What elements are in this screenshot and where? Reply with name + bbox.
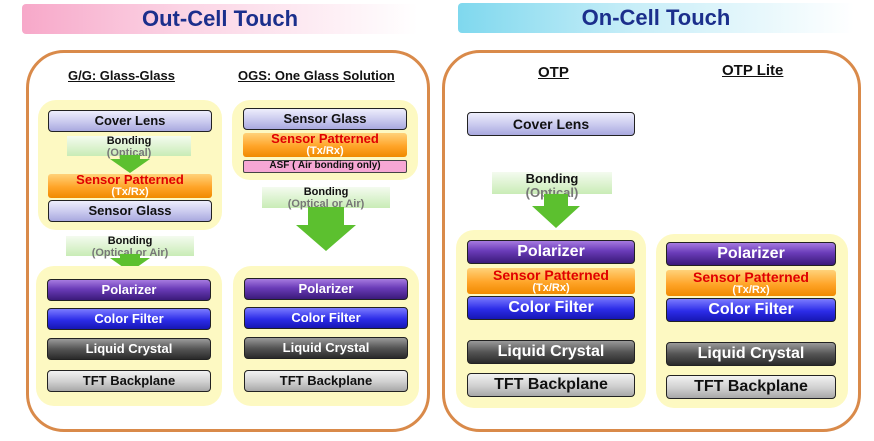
gg-arrow-bottom-icon <box>110 254 150 272</box>
gg-liquid-crystal: Liquid Crystal <box>47 338 211 360</box>
gg-heading: G/G: Glass-Glass <box>68 68 175 83</box>
gg-tft-backplane: TFT Backplane <box>47 370 211 392</box>
out-cell-banner: Out-Cell Touch <box>22 4 418 34</box>
on-cell-banner: On-Cell Touch <box>458 3 854 33</box>
otp-cover-lens: Cover Lens <box>467 112 635 136</box>
otp-color-filter: Color Filter <box>467 296 635 320</box>
otp-tft-backplane: TFT Backplane <box>467 373 635 397</box>
ogs-polarizer: Polarizer <box>244 278 408 300</box>
otp-polarizer: Polarizer <box>467 240 635 264</box>
out-cell-title: Out-Cell Touch <box>141 6 299 31</box>
otp-sensor-patterned: Sensor Patterned(Tx/Rx) <box>467 268 635 294</box>
otp-heading: OTP <box>538 64 569 81</box>
ogs-sensor-patterned: Sensor Patterned(Tx/Rx) <box>243 132 407 157</box>
otp-lite-polarizer: Polarizer <box>666 242 836 266</box>
gg-cover-lens: Cover Lens <box>48 110 212 132</box>
ogs-liquid-crystal: Liquid Crystal <box>244 337 408 359</box>
ogs-bonding: Bonding(Optical or Air) <box>262 186 390 209</box>
ogs-heading: OGS: One Glass Solution <box>238 68 395 83</box>
otp-lite-tft-backplane: TFT Backplane <box>666 375 836 399</box>
otp-bonding: Bonding(Optical) <box>492 172 612 199</box>
gg-arrow-top-icon <box>110 155 150 173</box>
gg-sensor-glass: Sensor Glass <box>48 200 212 222</box>
on-cell-title: On-Cell Touch <box>581 5 731 30</box>
gg-bonding-top: Bonding(Optical) <box>67 135 191 158</box>
ogs-sensor-glass: Sensor Glass <box>243 108 407 130</box>
otp-lite-heading: OTP Lite <box>722 62 784 79</box>
gg-bonding-bottom: Bonding(Optical or Air) <box>66 235 194 258</box>
ogs-arrow-icon <box>296 207 356 251</box>
ogs-color-filter: Color Filter <box>244 307 408 329</box>
ogs-tft-backplane: TFT Backplane <box>244 370 408 392</box>
otp-lite-liquid-crystal: Liquid Crystal <box>666 342 836 366</box>
gg-sensor-patterned: Sensor Patterned(Tx/Rx) <box>48 173 212 198</box>
otp-lite-color-filter: Color Filter <box>666 298 836 322</box>
gg-color-filter: Color Filter <box>47 308 211 330</box>
gg-polarizer: Polarizer <box>47 279 211 301</box>
ogs-asf-layer: ASF ( Air bonding only) <box>243 160 407 173</box>
otp-liquid-crystal: Liquid Crystal <box>467 340 635 364</box>
otp-lite-sensor-patterned: Sensor Patterned(Tx/Rx) <box>666 270 836 296</box>
otp-arrow-icon <box>532 194 580 228</box>
